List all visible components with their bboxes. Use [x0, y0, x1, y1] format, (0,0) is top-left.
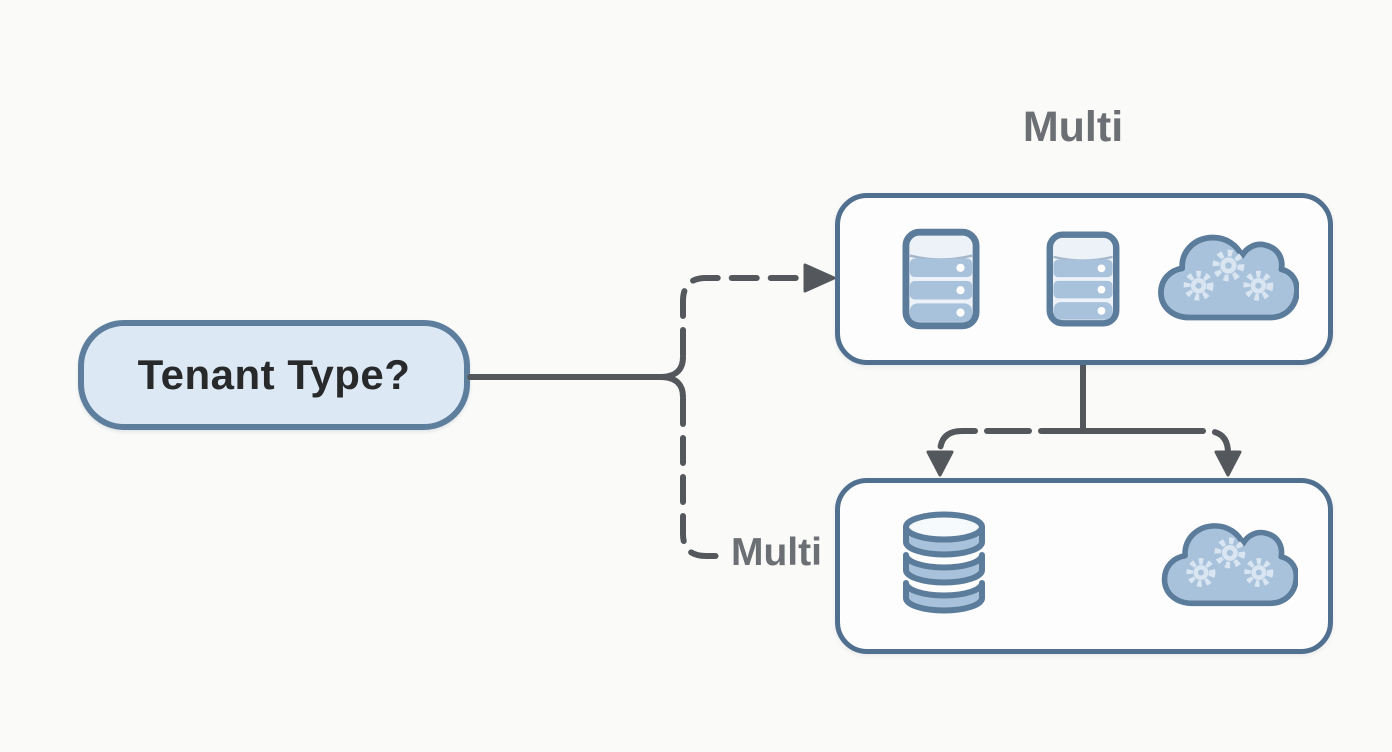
branch-label-bottom: Multi [731, 531, 822, 574]
connector-fork-up [659, 354, 686, 380]
connector-branch-bottom [680, 396, 730, 559]
cloud-gears-icon [1154, 226, 1299, 332]
branch-label-top: Multi [1022, 103, 1124, 151]
database-server-icon [902, 227, 980, 331]
connector-distributor-right [1080, 428, 1231, 460]
arrowhead-bottom-right [1214, 450, 1242, 477]
cloud-gears-icon [1158, 513, 1298, 619]
decision-node-tenant-type: Tenant Type? [78, 320, 470, 430]
decision-node-label: Tenant Type? [137, 351, 411, 398]
connector-distributor-left [937, 428, 1086, 460]
flow-box-bottom [835, 478, 1333, 654]
database-cylinder-icon [898, 510, 990, 622]
arrowhead-top-branch [803, 263, 836, 293]
flow-box-top [835, 193, 1333, 365]
connector-branch-top [680, 275, 801, 358]
database-server-icon [1044, 231, 1122, 327]
arrowhead-bottom-left [926, 450, 954, 477]
connector-fork-down [659, 374, 686, 400]
